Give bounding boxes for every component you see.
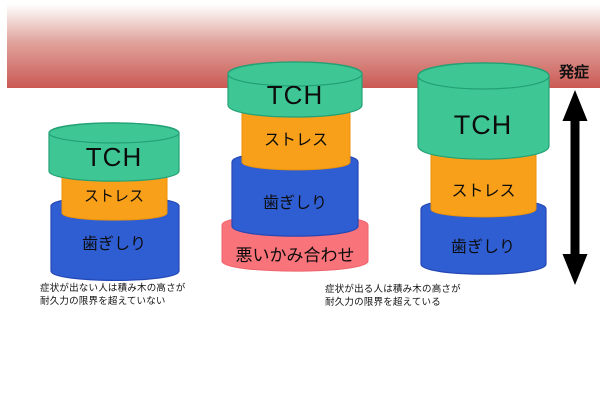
block-tch-top-face (48, 122, 180, 144)
block-tch-top-face (417, 62, 550, 90)
threshold-onset-label: 発症 (558, 64, 589, 81)
block-label-stress: ストレス (264, 132, 328, 149)
block-label-bad-bite: 悪いかみ合わせ (236, 246, 355, 265)
double-arrow-icon (562, 90, 588, 285)
block-label-tch: TCH (454, 110, 513, 140)
block-label-grinding: 歯ぎしり (82, 235, 146, 253)
caption-symptoms-line2: 耐久力の限界を超えている (325, 297, 441, 308)
caption-no-symptoms-line2: 耐久力の限界を超えていない (40, 296, 166, 307)
block-label-stress: ストレス (451, 183, 515, 200)
block-label-tch: TCH (86, 142, 142, 172)
stack-right-symptoms: TCH ストレス 歯ぎしり (417, 62, 550, 275)
caption-symptoms-line1: 症状が出る人は積み木の高さが (325, 284, 461, 295)
stack-left-no-symptoms: TCH ストレス 歯ぎしり (48, 122, 180, 281)
caption-symptoms: 症状が出る人は積み木の高さが 耐久力の限界を超えている (325, 283, 461, 309)
caption-no-symptoms-line1: 症状が出ない人は積み木の高さが (40, 283, 186, 294)
caption-no-symptoms: 症状が出ない人は積み木の高さが 耐久力の限界を超えていない (40, 282, 186, 308)
block-label-tch: TCH (267, 80, 323, 110)
block-label-grinding: 歯ぎしり (263, 194, 327, 212)
block-tch-top-face (227, 61, 363, 87)
stack-middle-symptoms: TCH ストレス 歯ぎしり 悪いかみ合わせ (221, 61, 369, 272)
block-label-stress: ストレス (84, 188, 144, 205)
block-label-grinding: 歯ぎしり (451, 238, 515, 256)
